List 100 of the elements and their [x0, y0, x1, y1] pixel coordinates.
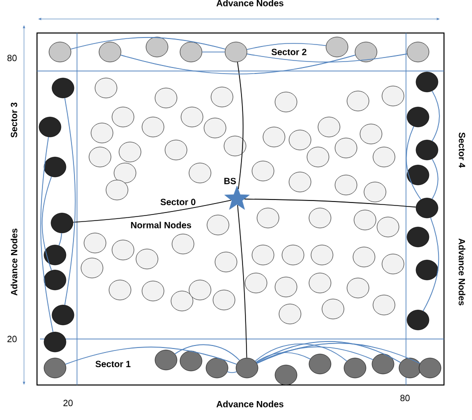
sensor-node — [252, 244, 274, 266]
sensor-node — [346, 90, 370, 112]
sensor-node — [372, 294, 396, 316]
sensor-node — [38, 116, 62, 138]
link-line — [237, 62, 244, 190]
link-line — [244, 198, 416, 208]
link-curve — [254, 343, 348, 362]
sensor-node — [406, 164, 430, 186]
sensor-node — [142, 116, 164, 138]
sensor-node — [322, 298, 344, 320]
sensor-node — [352, 246, 376, 268]
axis-label: Advance Nodes — [215, 400, 285, 408]
sensor-node — [256, 208, 280, 228]
sensor-node — [44, 244, 66, 266]
sensor-node — [214, 252, 238, 272]
link-curve — [256, 346, 374, 364]
link-curve — [432, 158, 438, 200]
link-curve — [174, 344, 240, 361]
sensor-node — [334, 138, 358, 158]
sensor-node — [360, 124, 382, 144]
sensor-node — [44, 358, 66, 378]
sensor-node — [308, 272, 332, 294]
sensor-node — [206, 358, 228, 378]
sensor-node — [80, 258, 104, 278]
sensor-node — [308, 208, 332, 228]
sensor-node — [44, 270, 66, 290]
base-station-star: BS — [222, 176, 250, 210]
sector-label: Sector 3 — [10, 101, 18, 139]
sensor-node — [354, 210, 376, 230]
link-curve — [58, 232, 62, 246]
sensor-node — [154, 88, 178, 108]
sensor-node — [224, 42, 248, 62]
axis-label: Advance Nodes — [458, 237, 466, 307]
sensor-node — [288, 130, 312, 150]
sensor-node — [416, 72, 438, 92]
link-curve — [70, 37, 226, 50]
sensor-node — [334, 174, 358, 196]
sensor-node — [114, 162, 136, 184]
sensor-node — [372, 146, 396, 168]
sensor-node — [406, 310, 430, 330]
sensor-node — [210, 86, 234, 108]
sensor-node — [406, 106, 430, 128]
sensor-node — [262, 126, 286, 148]
sensor-node — [382, 86, 404, 106]
sensor-node — [212, 290, 236, 310]
sensor-node — [98, 42, 122, 62]
sensor-node — [52, 304, 74, 326]
link-curve — [42, 176, 52, 271]
sensor-node — [364, 182, 386, 202]
sensor-node — [418, 358, 442, 378]
sensor-node — [188, 280, 212, 300]
sensor-node — [108, 280, 132, 300]
sensor-node — [244, 272, 268, 294]
sensor-node — [94, 78, 118, 98]
axis-label: Advance Nodes — [215, 0, 285, 8]
sensor-node — [310, 244, 334, 266]
sector-label: Sector 4 — [458, 131, 466, 169]
sensor-node — [52, 78, 74, 98]
sensor-node — [416, 140, 438, 160]
axis-value: 20 — [62, 398, 74, 408]
sensor-node — [136, 248, 158, 270]
sensor-node — [172, 234, 194, 254]
link-curve — [246, 42, 326, 50]
sensor-node — [372, 354, 394, 374]
sensor-node — [274, 92, 298, 112]
link-line — [72, 200, 232, 223]
link-curve — [422, 217, 440, 312]
sensor-node — [180, 106, 204, 128]
sensor-node — [84, 232, 106, 254]
sensor-node — [416, 198, 438, 218]
sensor-node — [354, 42, 378, 62]
sensor-node — [416, 260, 438, 280]
sensor-node — [106, 180, 128, 200]
sensor-node — [112, 240, 134, 260]
link-curve — [256, 352, 311, 362]
sensor-node — [252, 160, 274, 182]
sensor-node — [50, 212, 74, 234]
sensor-node — [376, 216, 400, 238]
sensor-node — [326, 36, 348, 58]
sensor-node — [274, 364, 298, 386]
sensor-node — [224, 136, 246, 156]
sensor-node — [282, 244, 304, 266]
sensor-node — [118, 142, 142, 162]
axis-label: Advance Nodes — [10, 227, 18, 297]
link-curve — [40, 136, 54, 332]
link-curve — [406, 126, 422, 200]
sensor-node — [306, 146, 330, 168]
link-curve — [65, 346, 237, 365]
sensor-node — [48, 42, 72, 62]
sensor-node — [180, 42, 202, 62]
link-line — [237, 204, 248, 358]
link-curve — [246, 54, 408, 62]
sensor-node — [180, 350, 202, 372]
sensor-node — [88, 146, 112, 168]
axis-value: 80 — [399, 394, 411, 402]
sensor-node — [346, 278, 370, 298]
sensor-node — [90, 122, 114, 144]
sensor-node — [164, 140, 188, 160]
sensor-node — [206, 214, 230, 236]
sector-label: Sector 1 — [94, 360, 132, 368]
